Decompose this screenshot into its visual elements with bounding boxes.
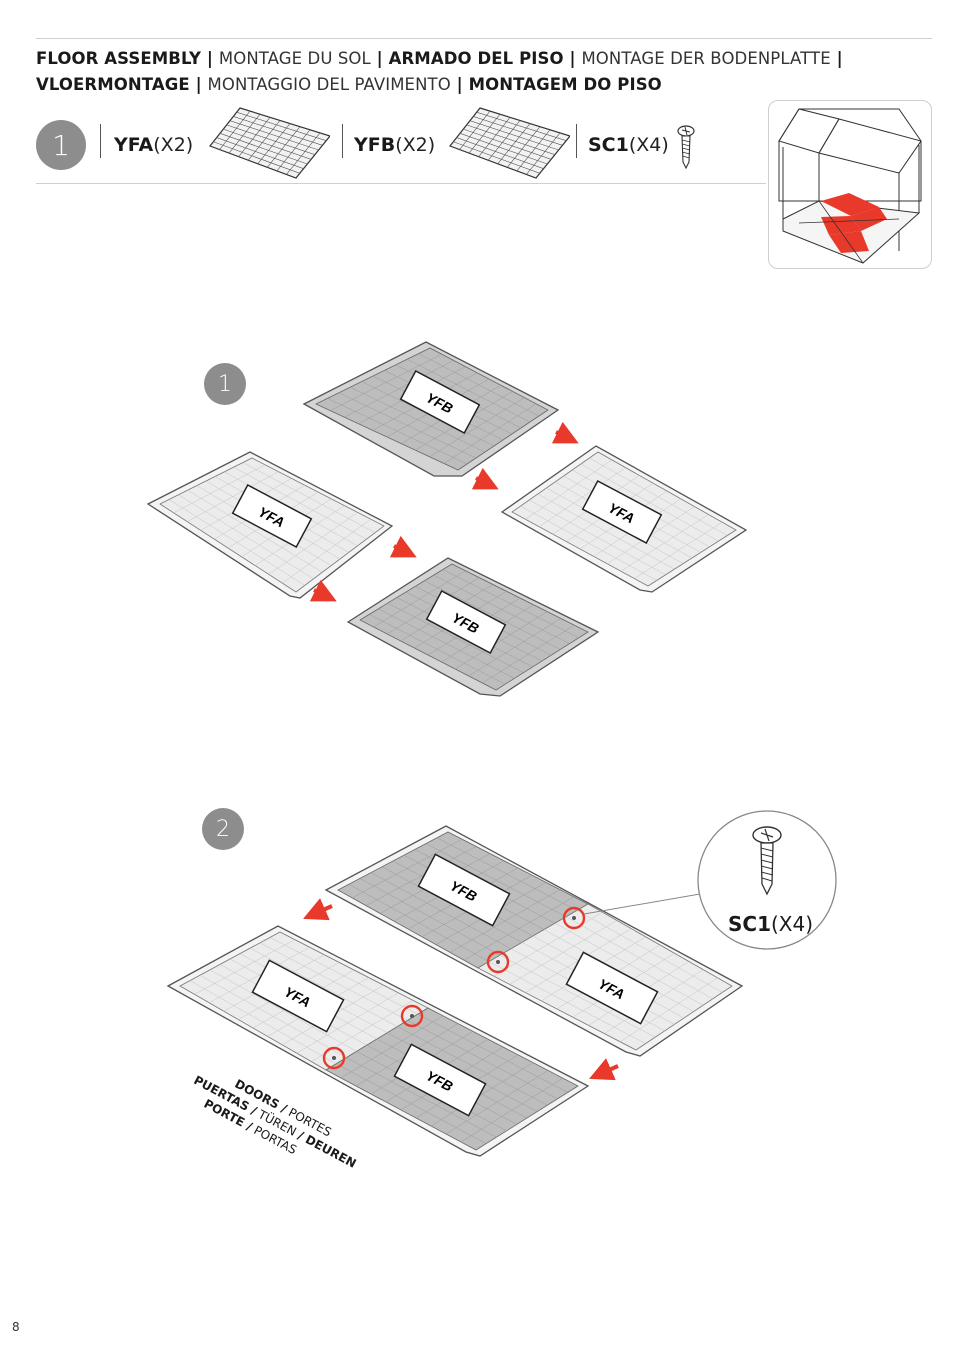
title-segment: VLOERMONTAGE xyxy=(36,75,190,94)
label-yfa-left: YFA xyxy=(231,483,313,549)
substep-number: 2 xyxy=(216,816,230,842)
part-code: SC1 xyxy=(728,912,771,936)
shed-location-thumbnail xyxy=(768,100,932,269)
title-segment: | xyxy=(370,49,389,68)
shed-thumbnail-drawing xyxy=(778,108,922,264)
step-number: 1 xyxy=(52,128,70,162)
arrow xyxy=(389,535,417,558)
label-yfb-bottom: YFB xyxy=(425,589,507,655)
title-segment: | xyxy=(201,49,219,68)
part-yfa-label: YFA(X2) xyxy=(114,134,193,156)
part-qty: (X2) xyxy=(395,134,436,156)
part-code: YFB xyxy=(354,134,396,156)
page-title: FLOOR ASSEMBLY | MONTAGE DU SOL | ARMADO… xyxy=(36,46,856,98)
label-yfa-upper: YFA xyxy=(565,951,659,1025)
part-sc1-label: SC1(X4) xyxy=(588,134,669,156)
title-segment: MONTAGGIO DEL PAVIMENTO xyxy=(207,75,451,94)
yfa-panel-icon xyxy=(209,107,330,179)
substep-1-figure: YFB YFA YFA YFB xyxy=(146,341,748,697)
part-code: YFA xyxy=(114,134,154,156)
screw-location-marker xyxy=(322,1046,346,1070)
label-yfa-right: YFA xyxy=(581,479,663,545)
title-segment: FLOOR ASSEMBLY xyxy=(36,49,202,68)
substep-2-figure: YFB YFA YFA YFB xyxy=(166,810,837,1157)
arrow xyxy=(309,579,337,602)
screw-location-marker xyxy=(486,950,510,974)
substep-2-badge: 2 xyxy=(202,808,244,850)
part-qty: (X4) xyxy=(771,912,814,936)
parts-separator xyxy=(576,124,577,158)
top-rule xyxy=(36,38,932,39)
title-segment: MONTAGEM DO PISO xyxy=(468,75,662,94)
substep-1-badge: 1 xyxy=(204,363,246,405)
part-code: SC1 xyxy=(588,134,629,156)
title-segment: MONTAGE DER BODENPLATTE xyxy=(581,49,831,68)
screw-location-marker xyxy=(400,1004,424,1028)
title-segment: ARMADO DEL PISO xyxy=(388,49,564,68)
substep-number: 1 xyxy=(218,371,232,397)
title-segment: | xyxy=(189,75,208,94)
screw-location-marker xyxy=(562,906,586,930)
yfb-panel-icon xyxy=(449,107,570,179)
parts-separator xyxy=(100,124,101,158)
arrow xyxy=(589,1058,619,1081)
page-number: 8 xyxy=(12,1320,20,1334)
label-yfb-top: YFB xyxy=(399,369,481,435)
parts-separator xyxy=(342,124,343,158)
parts-rule xyxy=(36,183,766,184)
arrow xyxy=(303,898,333,921)
part-qty: (X2) xyxy=(153,134,194,156)
title-segment: | xyxy=(450,75,469,94)
title-segment: | xyxy=(563,49,582,68)
arrow xyxy=(551,421,579,444)
label-yfa-lower: YFA xyxy=(251,959,345,1033)
part-yfb-label: YFB(X2) xyxy=(354,134,435,156)
step-number-badge: 1 xyxy=(36,120,86,170)
title-segment: MONTAGE DU SOL xyxy=(218,49,371,68)
label-yfb-lower: YFB xyxy=(393,1043,487,1117)
part-qty: (X4) xyxy=(628,134,669,156)
arrow xyxy=(471,467,499,490)
label-yfb-upper: YFB xyxy=(417,853,511,927)
sc1-callout-label: SC1(X4) xyxy=(728,912,813,936)
screw-icon xyxy=(677,125,695,170)
parts-list: 1 YFA(X2) YFB(X2) SC1(X4) xyxy=(36,104,766,184)
sc1-callout-screw-icon xyxy=(752,826,782,896)
title-segment: | xyxy=(830,49,843,68)
